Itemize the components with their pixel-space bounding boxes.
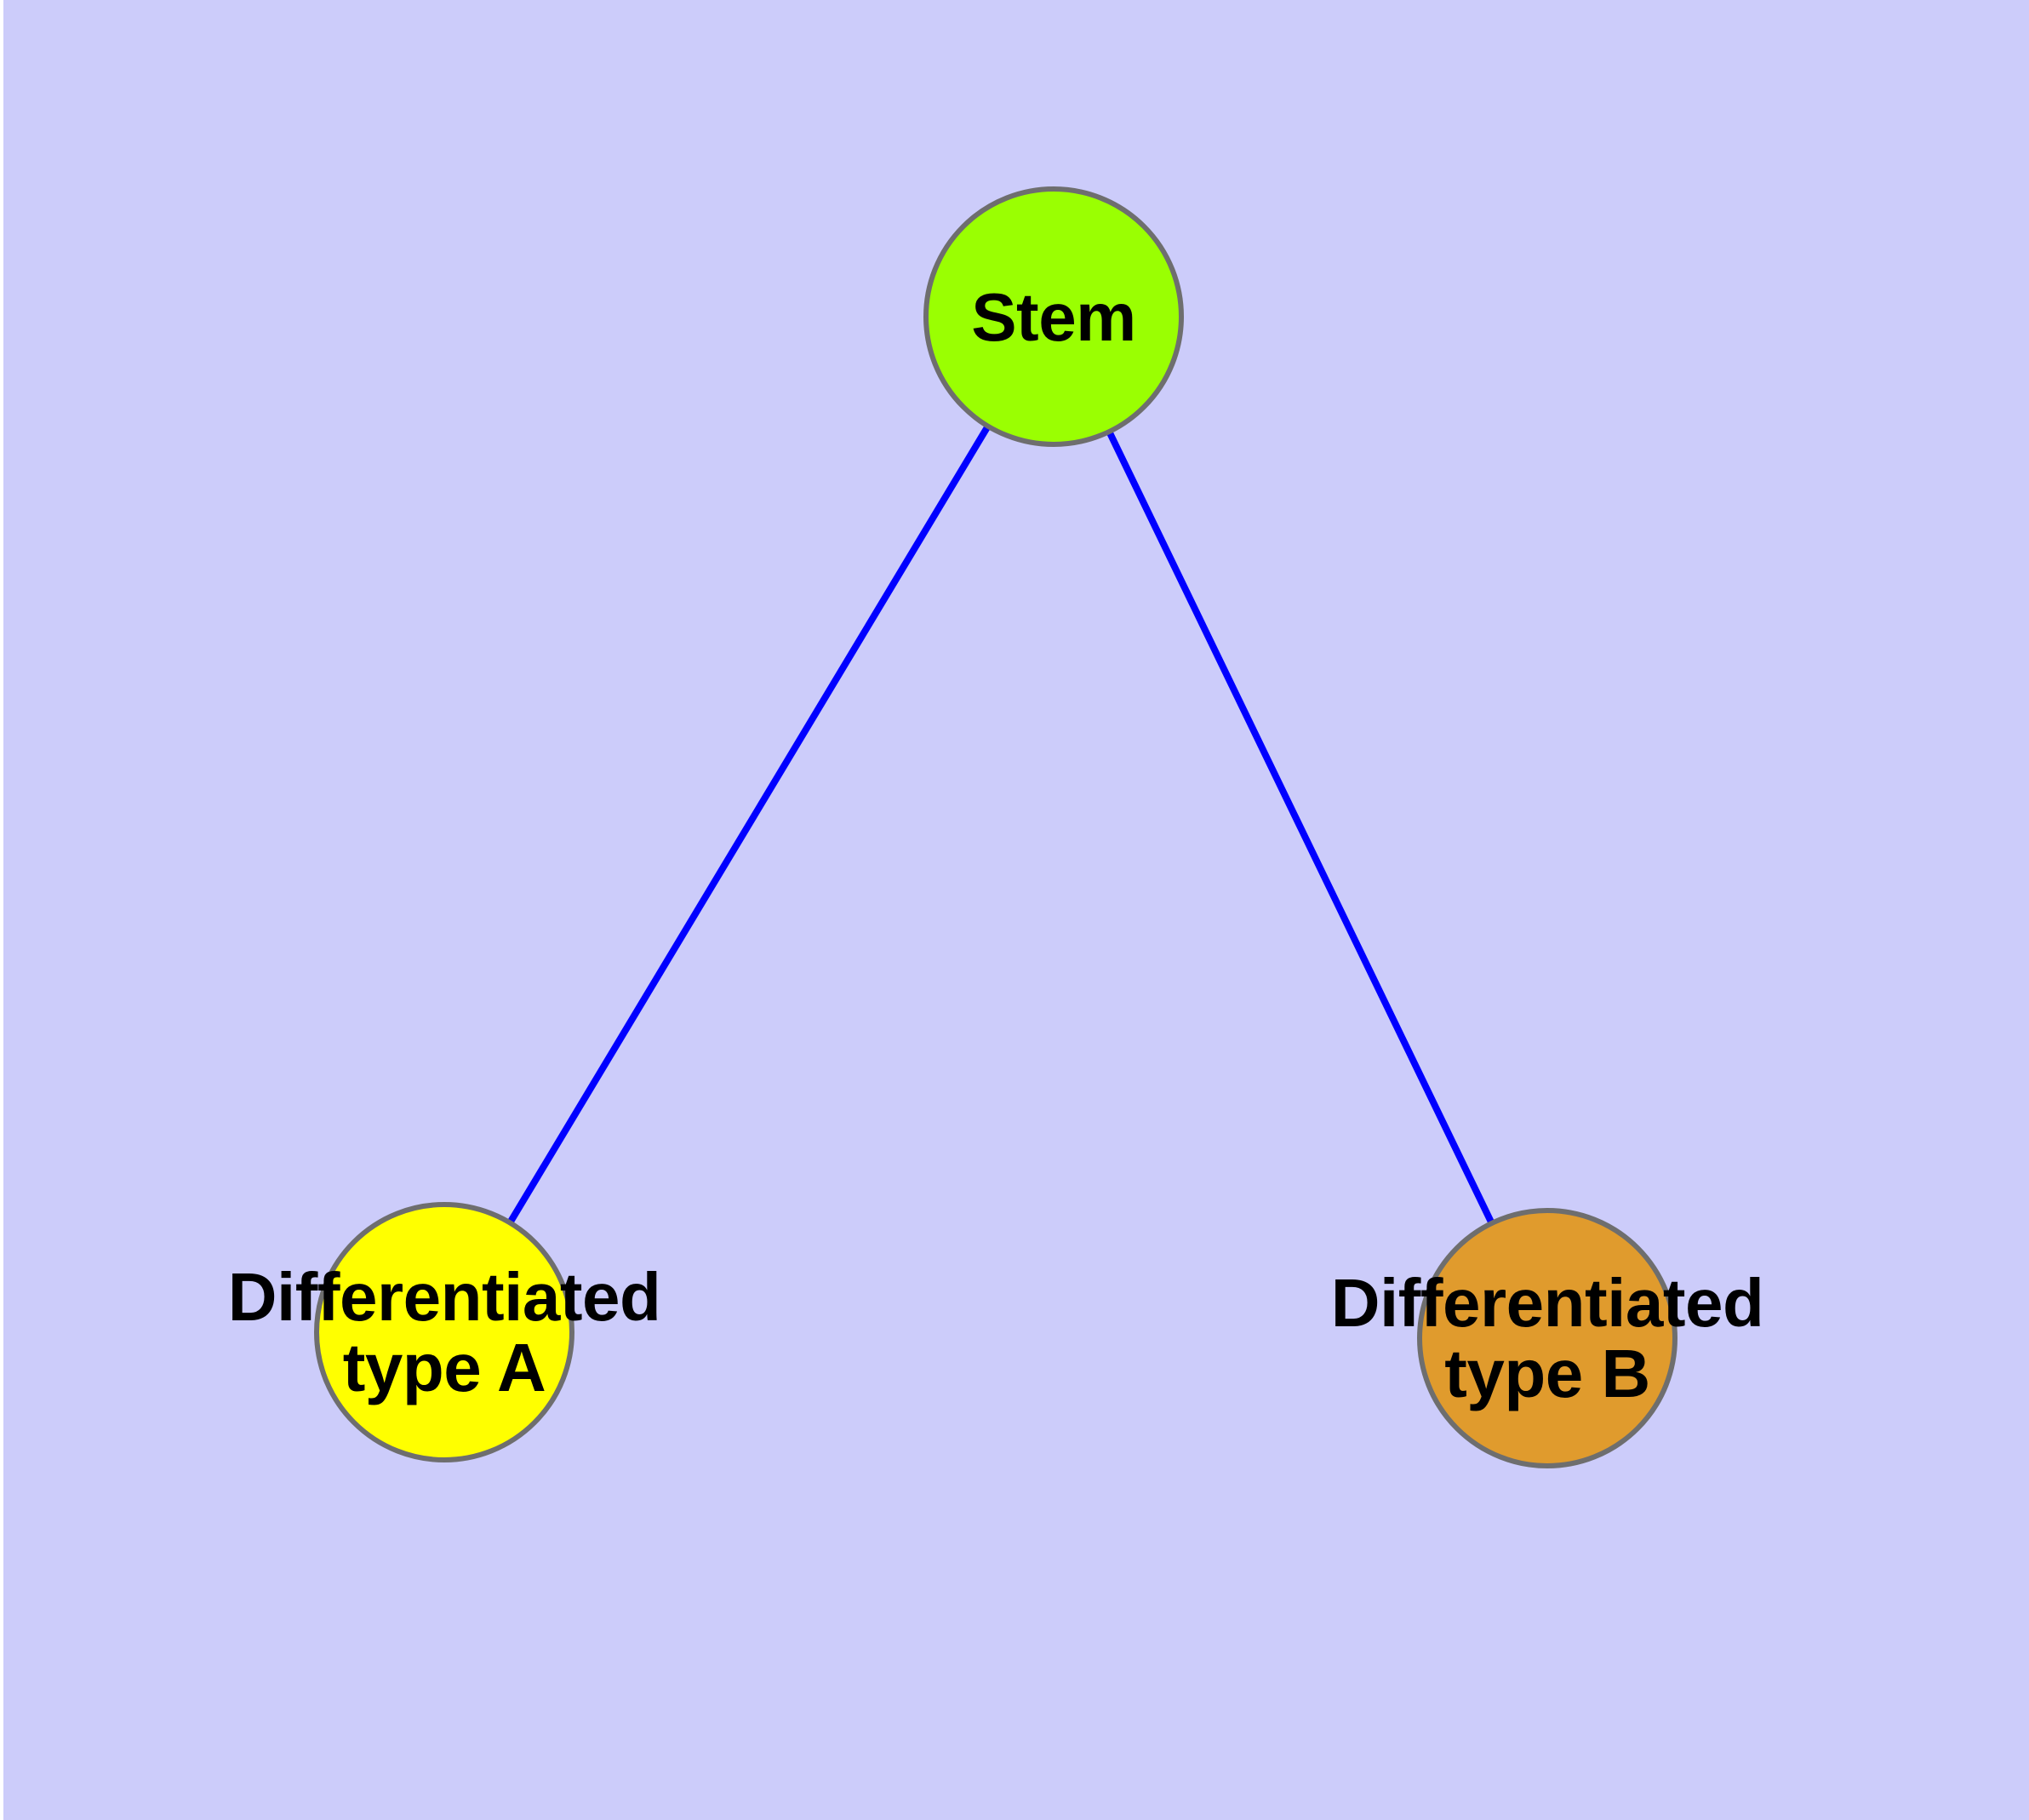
node-differentiated-type-b[interactable] [1417, 1208, 1677, 1468]
canvas-left-margin [0, 0, 3, 1820]
edge-stem-to-differentiated-type-b[interactable] [1105, 428, 1496, 1227]
edge-stem-to-differentiated-type-a[interactable] [506, 422, 992, 1227]
node-stem[interactable] [923, 186, 1184, 447]
edge-layer [506, 422, 1496, 1227]
node-layer [314, 186, 1677, 1468]
node-differentiated-type-a[interactable] [314, 1202, 574, 1462]
